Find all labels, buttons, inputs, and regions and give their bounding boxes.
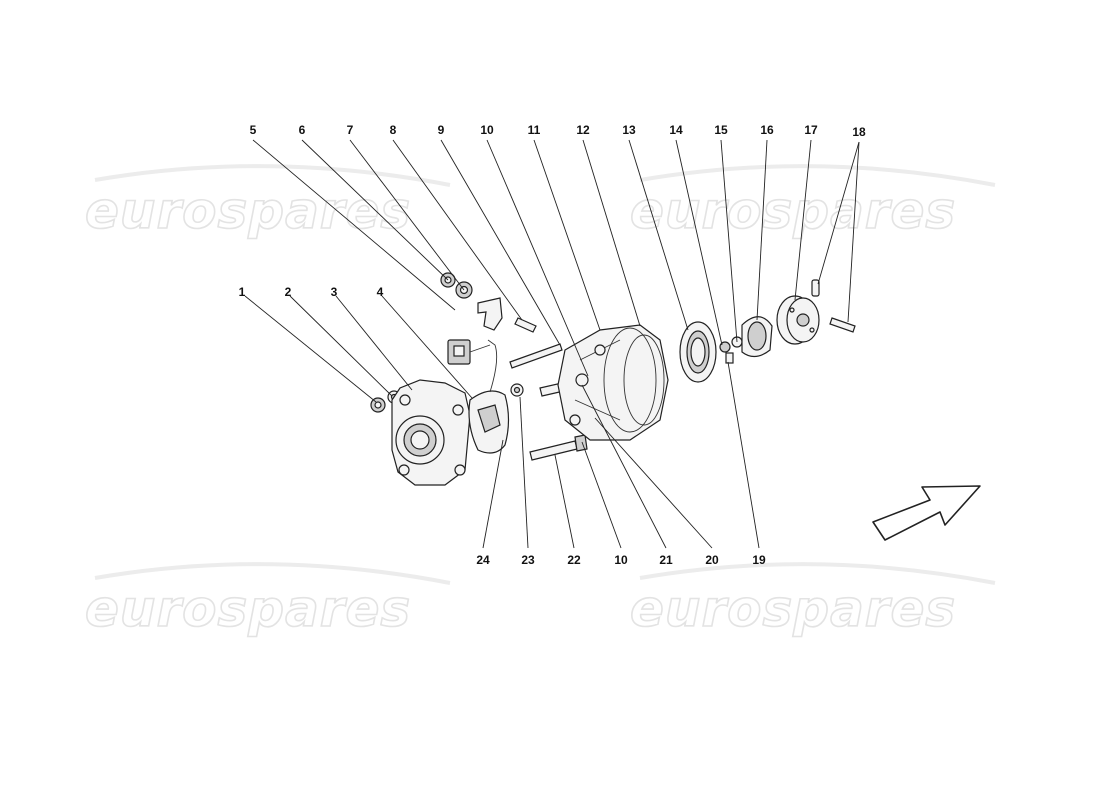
watermark-bottom-right: eurospares <box>629 562 996 639</box>
direction-arrow-icon <box>872 485 981 541</box>
callout-2: 2 <box>285 285 292 299</box>
callout-12: 12 <box>576 123 590 137</box>
callout-15: 15 <box>714 123 728 137</box>
callout-4: 4 <box>377 285 384 299</box>
callout-19: 19 <box>752 553 766 567</box>
watermark-text: eurospares <box>85 182 411 240</box>
part-front-cover-3 <box>391 379 471 486</box>
callout-13: 13 <box>622 123 636 137</box>
callout-3: 3 <box>331 285 338 299</box>
part-washer-23 <box>510 383 524 397</box>
part-pins-18 <box>811 279 856 333</box>
callout-7: 7 <box>347 123 354 137</box>
watermark-group: eurospares eurospares eurospares eurospa… <box>84 164 996 639</box>
part-regulator-4 <box>468 339 510 454</box>
part-nuts-7 <box>440 272 473 299</box>
part-hub-17 <box>776 295 820 345</box>
callout-16: 16 <box>760 123 774 137</box>
callout-21: 21 <box>659 553 673 567</box>
part-bracket-6 <box>477 297 503 331</box>
callout-20: 20 <box>705 553 719 567</box>
callout-17: 17 <box>804 123 818 137</box>
callout-18: 18 <box>852 125 866 139</box>
leader-lines <box>244 139 860 549</box>
part-alternator-body-11 <box>557 324 669 441</box>
part-nut-14 <box>719 336 743 364</box>
callout-22: 22 <box>567 553 581 567</box>
callout-10-top: 10 <box>480 123 494 137</box>
watermark-text: eurospares <box>85 580 411 638</box>
callout-5: 5 <box>250 123 257 137</box>
watermark-text: eurospares <box>630 182 956 240</box>
callout-11: 11 <box>528 123 541 137</box>
part-coupling-16 <box>741 316 773 358</box>
callout-24: 24 <box>476 553 490 567</box>
callout-8: 8 <box>390 123 397 137</box>
part-stud-8 <box>514 317 537 333</box>
callout-6: 6 <box>299 123 306 137</box>
callout-23: 23 <box>521 553 535 567</box>
part-connector-5 <box>447 339 491 365</box>
watermark-text: eurospares <box>630 580 956 638</box>
callout-labels: 5 6 7 8 9 10 11 12 13 14 15 16 17 18 1 2… <box>239 123 866 567</box>
callout-9: 9 <box>438 123 445 137</box>
callout-14: 14 <box>669 123 683 137</box>
callout-10-bottom: 10 <box>614 553 628 567</box>
watermark-top-right: eurospares <box>629 164 996 241</box>
callout-1: 1 <box>239 285 246 299</box>
part-nut-1 <box>370 397 386 413</box>
part-pulley-13 <box>679 321 717 383</box>
parts-drawing <box>370 272 856 486</box>
watermark-bottom-left: eurospares <box>84 562 451 639</box>
